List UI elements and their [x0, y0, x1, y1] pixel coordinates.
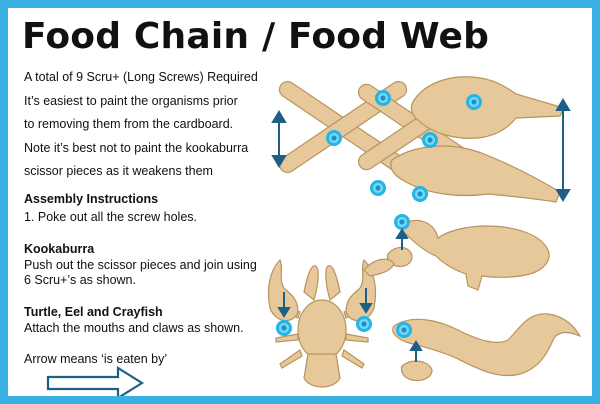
arrow-icon: [409, 340, 423, 362]
double-arrow-icon: [555, 98, 571, 202]
scru-screw-icon: [466, 94, 482, 110]
intro-text: A total of 9 Scru+ (Long Screws) Require…: [24, 70, 284, 188]
intro-line: scissor pieces as it weakens them: [24, 164, 213, 178]
scru-screw-icon: [276, 320, 292, 336]
intro-line: to removing them from the cardboard.: [24, 117, 234, 131]
page-title: Food Chain / Food Web: [22, 16, 490, 57]
intro-line: A total of 9 Scru+ (Long Screws) Require…: [24, 70, 258, 84]
legend-text: Arrow means ‘is eaten by’: [24, 352, 168, 366]
eel: [392, 313, 582, 377]
scru-screw-icon: [375, 90, 391, 106]
kookaburra-text: 6 Scru+’s as shown.: [24, 273, 136, 287]
eel-mouth-piece: [400, 360, 433, 382]
double-arrow-icon: [271, 110, 287, 168]
turtle-eel-crayfish-heading: Turtle, Eel and Crayfish: [24, 305, 163, 319]
kookaburra-heading: Kookaburra: [24, 242, 95, 256]
kookaburra-body: [390, 145, 561, 203]
kookaburra-text: Push out the scissor pieces and join usi…: [24, 258, 257, 272]
assembly-step: 1. Poke out all the screw holes.: [24, 210, 198, 224]
scru-screw-icon: [412, 186, 428, 202]
crayfish-left-claw: [267, 258, 299, 322]
crayfish-mouth-piece: [363, 258, 395, 277]
intro-line: It’s easiest to paint the organisms prio…: [24, 93, 238, 108]
intro-line: Note it’s best not to paint the kookabur…: [24, 140, 249, 155]
craft-illustration: [267, 76, 582, 388]
kookaburra-head: [410, 76, 565, 139]
assembly-heading: Assembly Instructions: [24, 192, 159, 206]
arrow-icon: [277, 288, 373, 318]
turtle: [401, 219, 550, 291]
scru-screw-icon: [356, 316, 372, 332]
scru-screw-icon: [422, 132, 438, 148]
crayfish: [275, 265, 369, 388]
turtle-eel-crayfish-text: Attach the mouths and claws as shown.: [24, 321, 244, 335]
scru-screw-icon: [394, 214, 410, 230]
scru-screw-icon: [396, 322, 412, 338]
scru-screw-icon: [370, 180, 386, 196]
scru-screw-icon: [326, 130, 342, 146]
right-arrow-outline-icon: [46, 366, 145, 396]
arrow-icon: [395, 228, 409, 250]
